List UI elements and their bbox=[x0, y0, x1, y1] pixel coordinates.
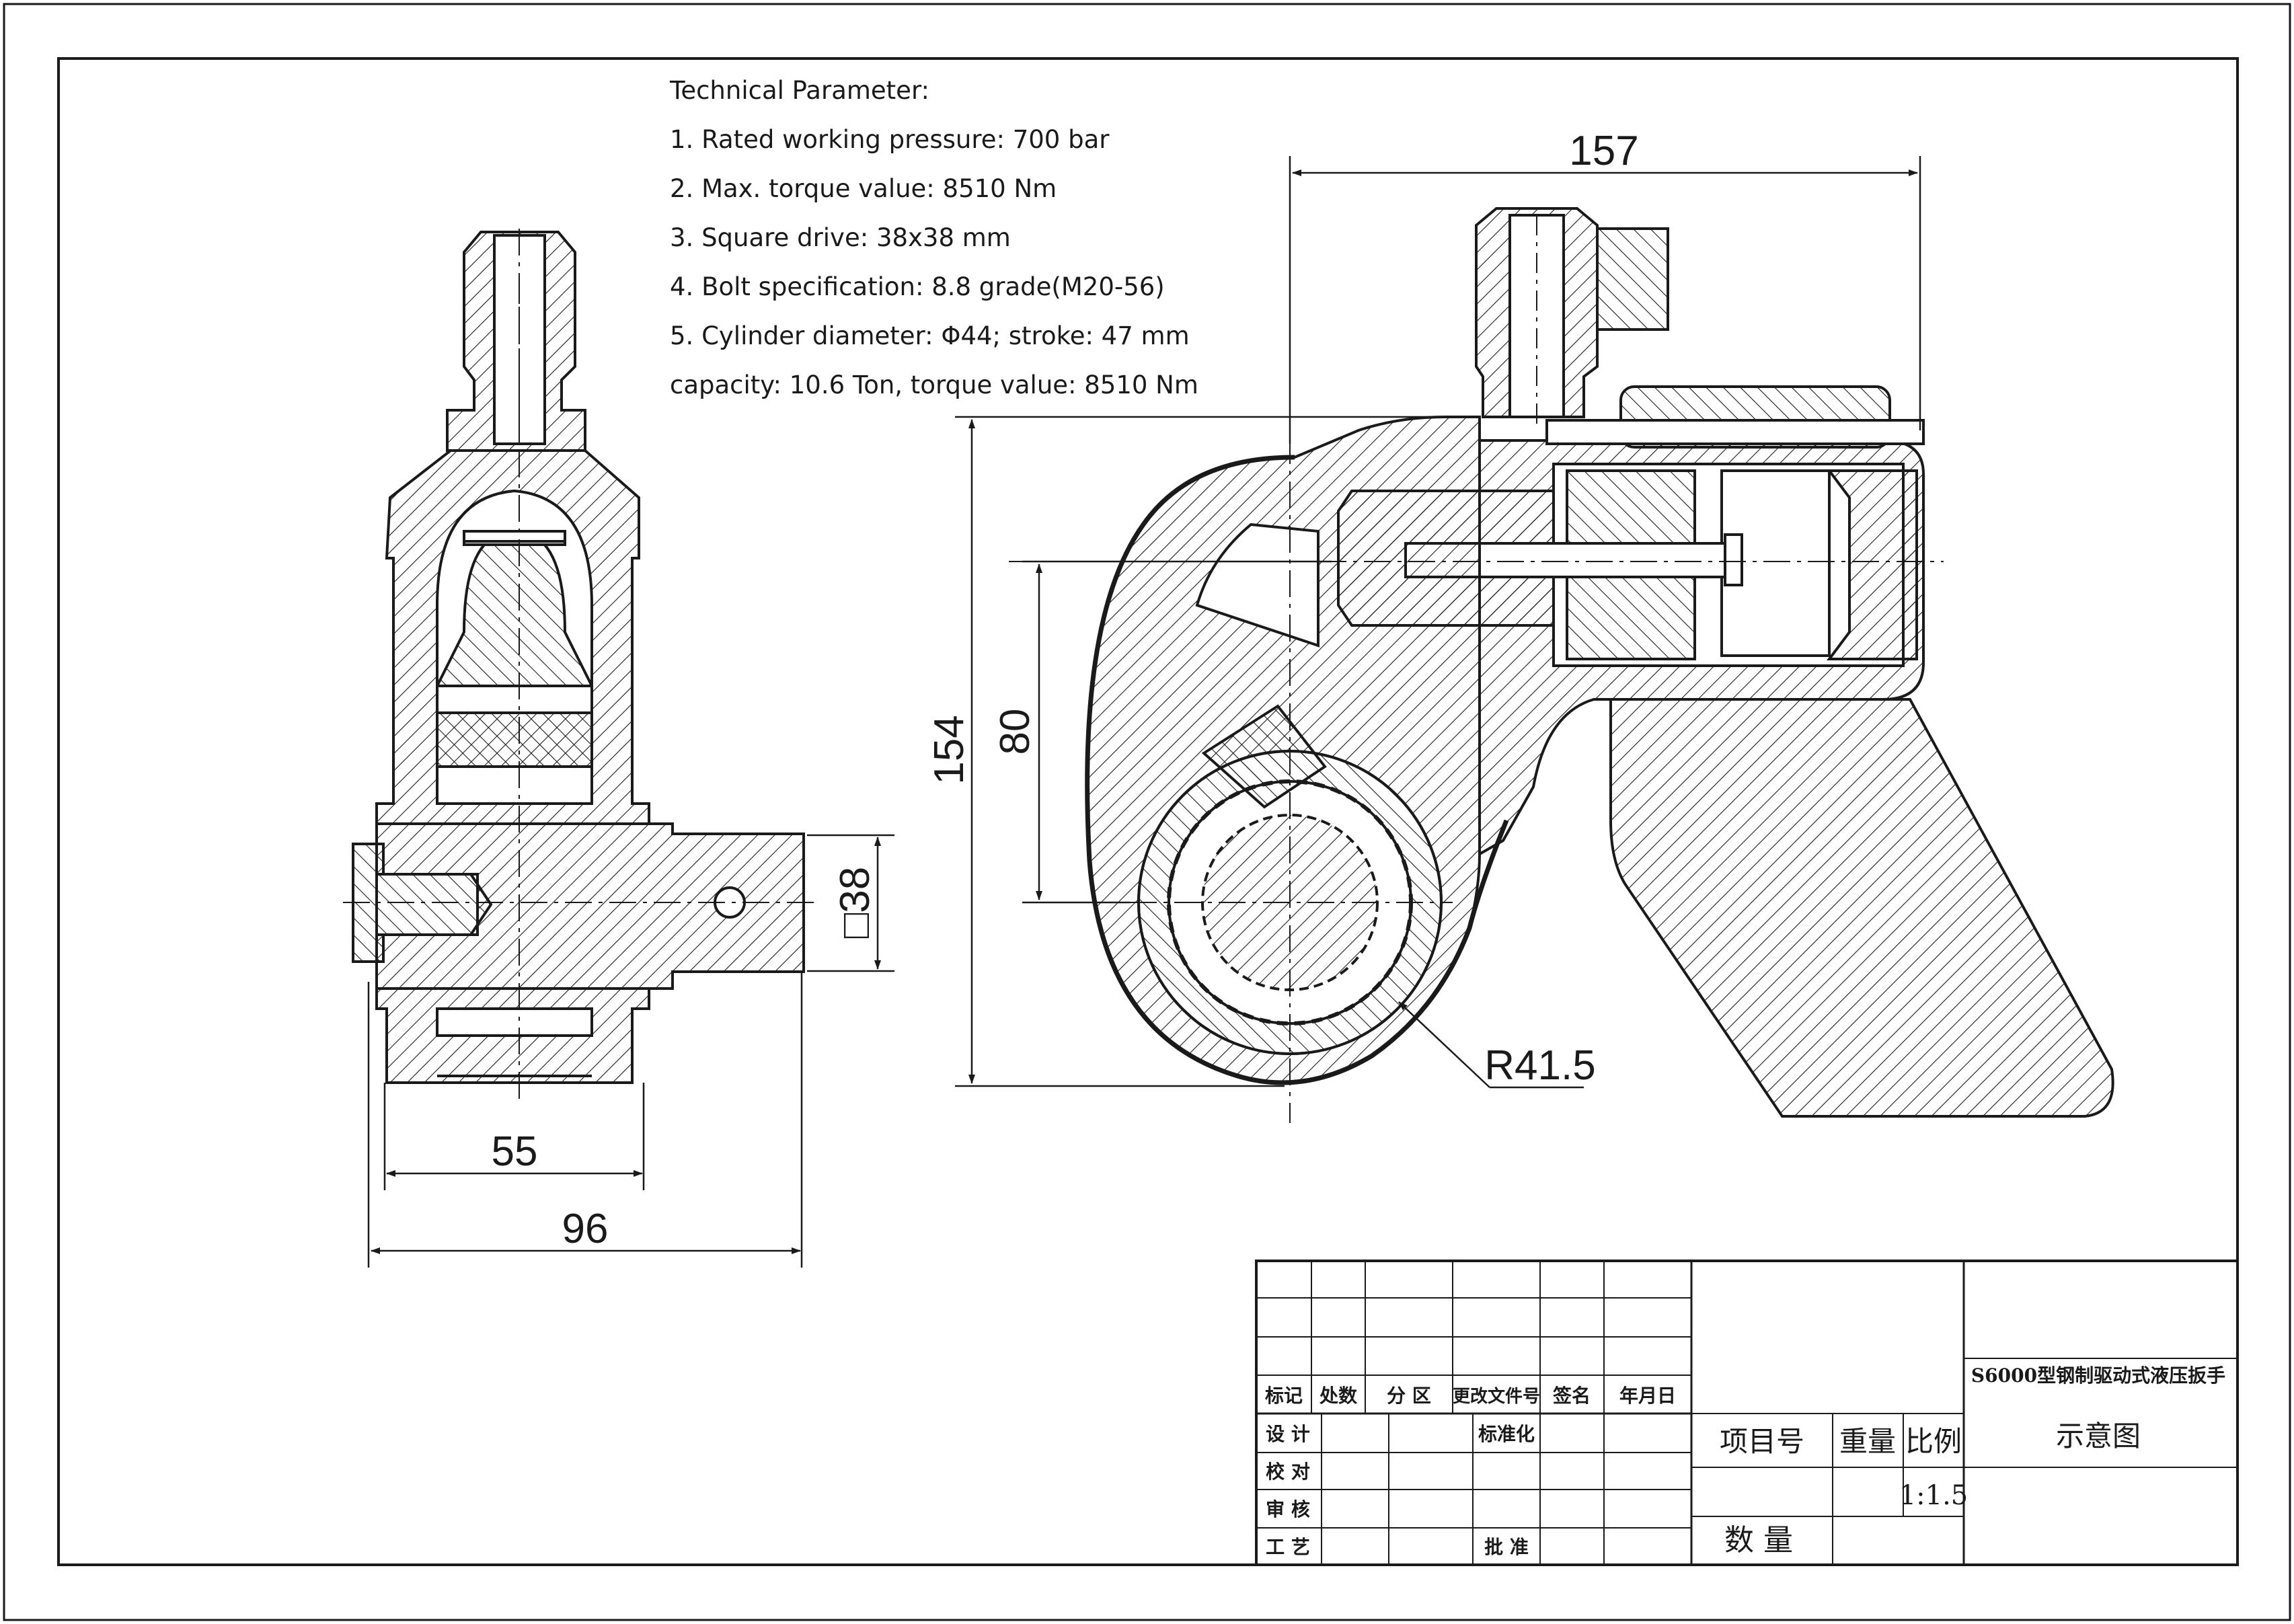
tb-role-process: 工 艺 bbox=[1266, 1536, 1310, 1558]
dim-154: 154 bbox=[926, 715, 972, 784]
dim-80: 80 bbox=[992, 709, 1038, 755]
outer-frame bbox=[3, 3, 2291, 1621]
tb-project-no: 项目号 bbox=[1720, 1425, 1804, 1458]
tb-scale-value: 1:1.5 bbox=[1899, 1480, 1968, 1511]
reaction-arm bbox=[1609, 698, 2114, 1118]
tb-header-5: 年月日 bbox=[1619, 1385, 1676, 1407]
tb-header-1: 处数 bbox=[1319, 1385, 1358, 1407]
title-block bbox=[1255, 1260, 2239, 1566]
tb-role-check: 校 对 bbox=[1266, 1461, 1310, 1483]
tb-header-4: 签名 bbox=[1553, 1385, 1591, 1407]
tb-header-0: 标记 bbox=[1265, 1385, 1303, 1407]
inner-frame bbox=[57, 57, 2239, 1566]
parameter-item: 1. Rated working pressure: 700 bar bbox=[670, 125, 1110, 154]
parameter-item: 4. Bolt specification: 8.8 grade(M20-56) bbox=[670, 272, 1165, 301]
tb-header-2: 分 区 bbox=[1387, 1385, 1431, 1407]
parameter-item: 5. Cylinder diameter: Φ44; stroke: 47 mm bbox=[670, 321, 1190, 350]
tb-role-review: 审 核 bbox=[1266, 1498, 1310, 1520]
tb-drawing-type: 示意图 bbox=[2056, 1420, 2141, 1453]
dim-55: 55 bbox=[492, 1128, 538, 1175]
parameters-heading: Technical Parameter: bbox=[670, 76, 929, 105]
title-block-text: 标记 处数 分 区 更改文件号 签名 年月日 设 计 校 对 审 核 工 艺 标… bbox=[1265, 1364, 2225, 1558]
tb-approval: 批 准 bbox=[1484, 1536, 1529, 1558]
side-view bbox=[343, 229, 820, 1103]
front-view bbox=[1009, 207, 2114, 1123]
tb-header-3: 更改文件号 bbox=[1453, 1386, 1540, 1407]
side-dimensions bbox=[367, 834, 894, 1268]
dim-157: 157 bbox=[1569, 128, 1638, 174]
tb-weight: 重量 bbox=[1839, 1425, 1896, 1458]
pawl bbox=[1201, 704, 1327, 809]
tb-standardization: 标准化 bbox=[1478, 1423, 1535, 1445]
dim-square-38: □38 bbox=[832, 867, 878, 938]
parameter-item: 2. Max. torque value: 8510 Nm bbox=[670, 174, 1057, 203]
tb-scale-label: 比例 bbox=[1905, 1425, 1962, 1458]
tb-role-design: 设 计 bbox=[1266, 1423, 1310, 1445]
front-dimensions bbox=[955, 156, 1921, 1089]
parameter-item: 3. Square drive: 38x38 mm bbox=[670, 223, 1011, 252]
dim-radius: R41.5 bbox=[1484, 1042, 1595, 1089]
parameter-item: capacity: 10.6 Ton, torque value: 8510 N… bbox=[670, 371, 1198, 399]
tb-drawing-name: S6000型钢制驱动式液压扳手 bbox=[1971, 1364, 2225, 1387]
tb-quantity: 数 量 bbox=[1724, 1523, 1793, 1557]
dim-96: 96 bbox=[562, 1206, 609, 1252]
technical-parameters: Technical Parameter: 1. Rated working pr… bbox=[670, 66, 1329, 410]
